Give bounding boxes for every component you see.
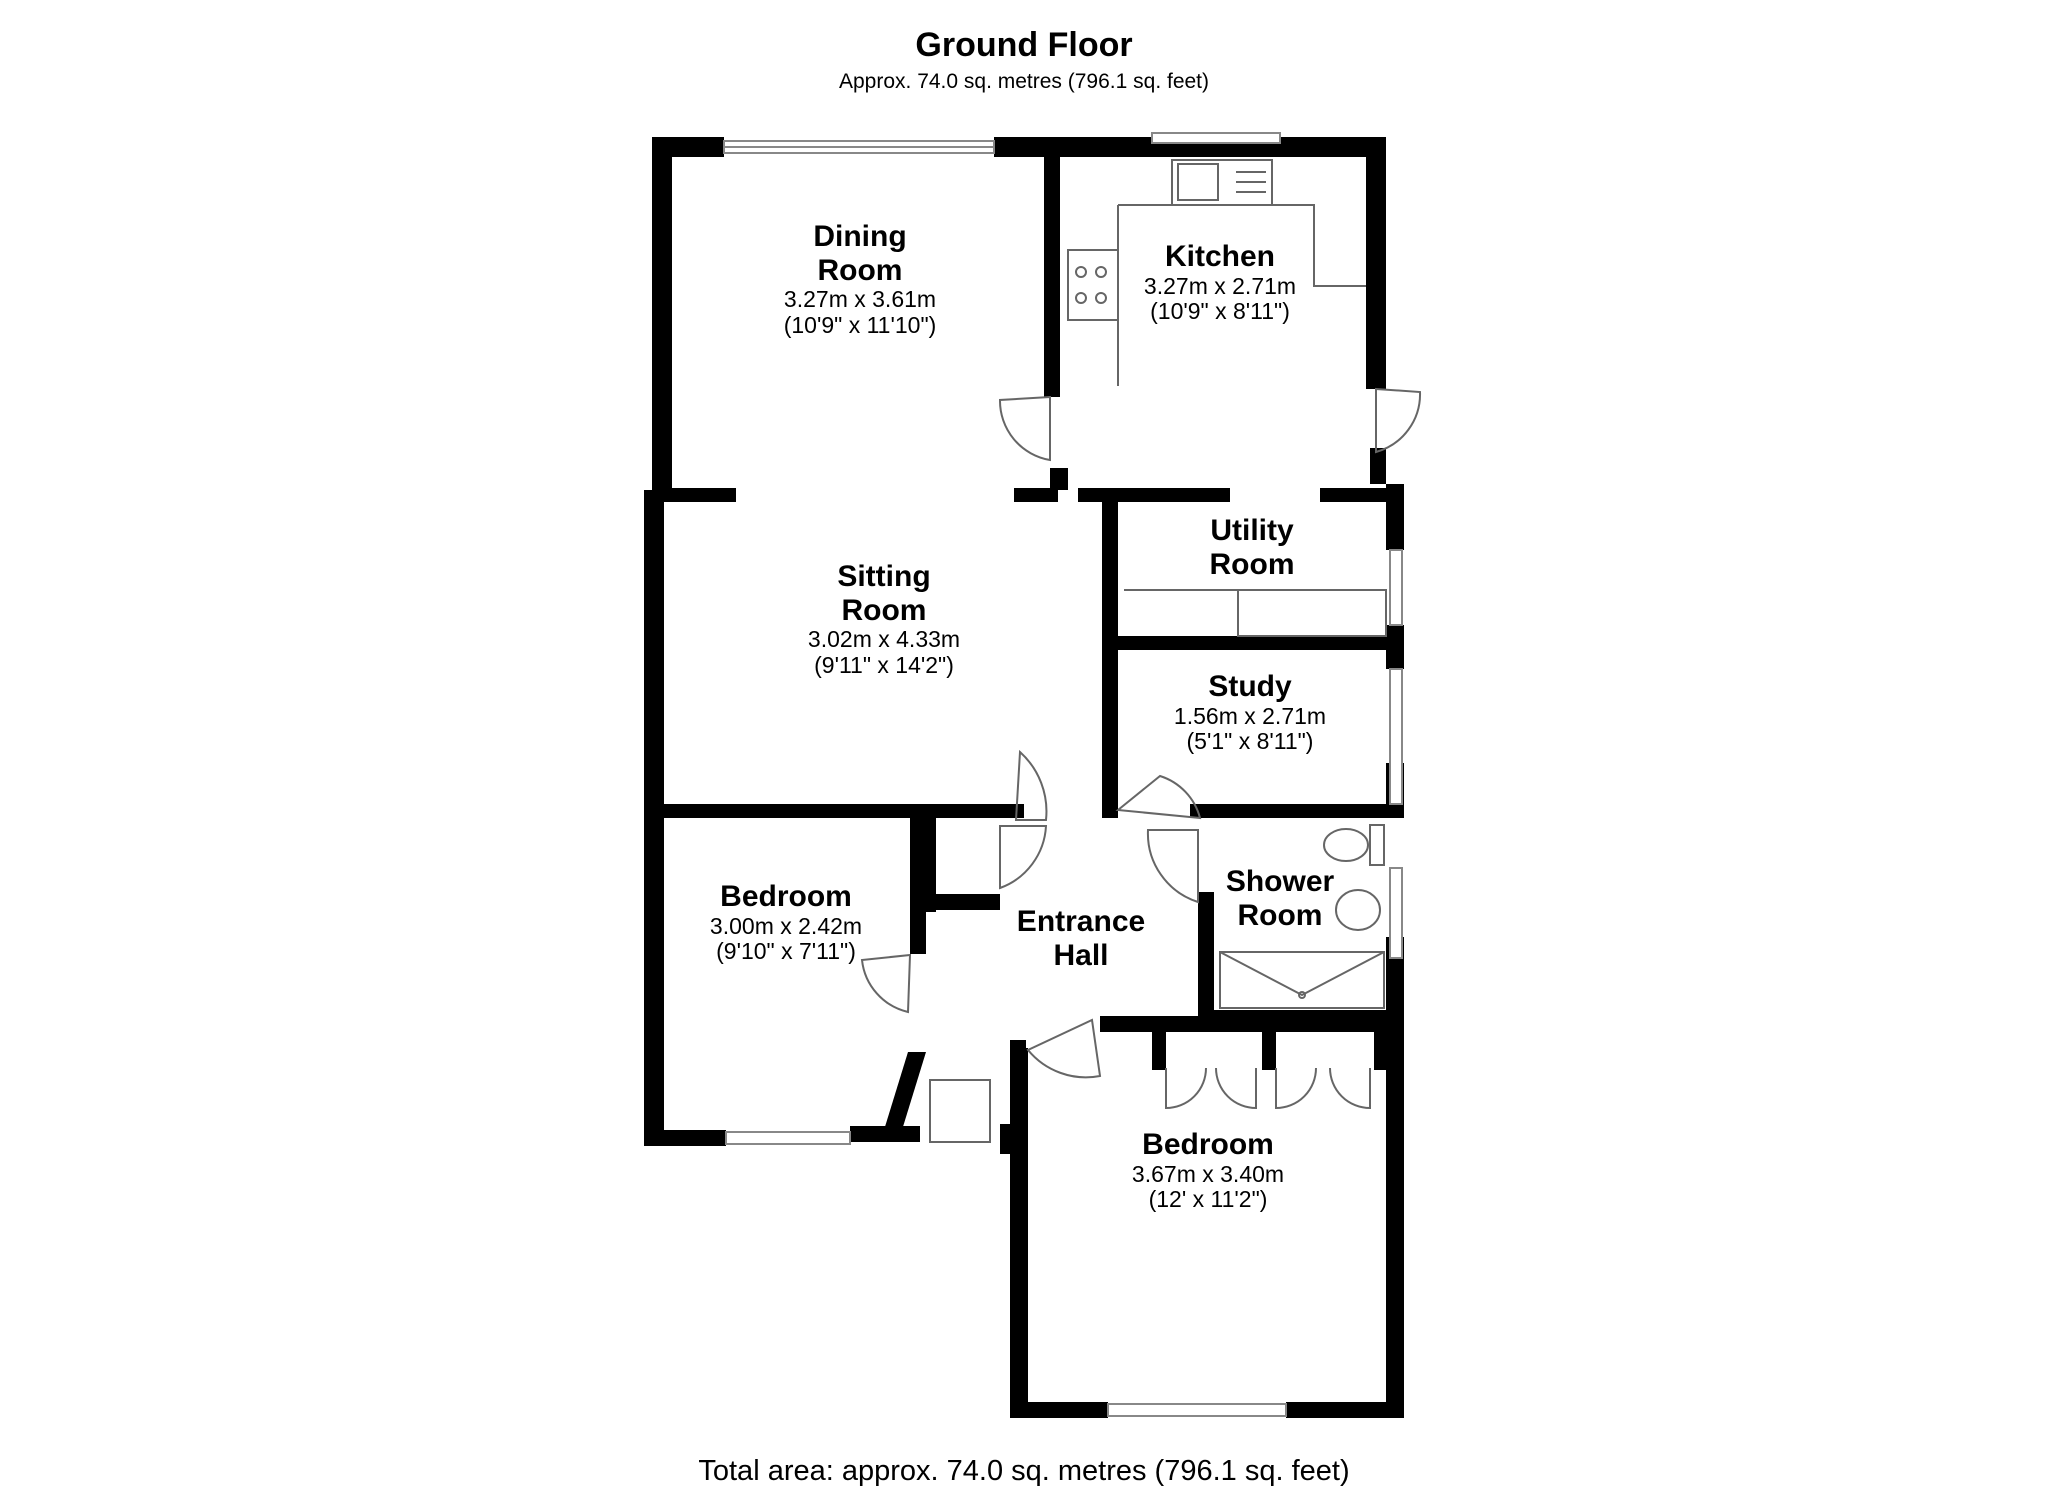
room-name: Bedroom [1142, 1128, 1274, 1161]
room-name: Study [1208, 670, 1292, 703]
total-area: Total area: approx. 74.0 sq. metres (796… [698, 1455, 1350, 1487]
room-metric: 3.27m x 3.61m [783, 286, 937, 313]
room-kitchen: Kitchen 3.27m x 2.71m (10'9" x 8'11") [1144, 240, 1296, 325]
room-bedroom-1: Bedroom 3.00m x 2.42m (9'10" x 7'11") [710, 880, 862, 965]
fixtures [1067, 159, 1387, 1009]
room-imperial: (12' x 11'2") [1148, 1186, 1268, 1213]
room-imperial: (9'10" x 7'11") [716, 938, 856, 965]
room-name: Entrance Hall [1016, 905, 1146, 972]
room-imperial: (10'9" x 11'10") [783, 311, 937, 338]
room-name: Dining Room [813, 220, 907, 287]
room-dining: Dining Room 3.27m x 3.61m (10'9" x 11'10… [784, 220, 937, 339]
room-sitting: Sitting Room 3.02m x 4.33m (9'11" x 14'2… [808, 560, 960, 679]
room-imperial: (5'1" x 8'11") [1186, 728, 1314, 755]
room-imperial: (9'11" x 14'2") [814, 651, 954, 678]
floor-title: Ground Floor [915, 26, 1133, 64]
room-metric: 1.56m x 2.71m [1173, 702, 1327, 729]
floor-approx-area: Approx. 74.0 sq. metres (796.1 sq. feet) [838, 70, 1210, 93]
doors [860, 387, 1422, 1143]
room-metric: 3.67m x 3.40m [1131, 1160, 1285, 1187]
room-shower: Shower Room [1226, 865, 1334, 932]
room-name: Bedroom [720, 880, 852, 913]
room-bedroom-2: Bedroom 3.67m x 3.40m (12' x 11'2") [1132, 1128, 1284, 1213]
room-metric: 3.00m x 2.42m [709, 912, 863, 939]
room-imperial: (10'9" x 8'11") [1150, 298, 1290, 325]
room-metric: 3.02m x 4.33m [807, 626, 961, 653]
room-entrance-hall: Entrance Hall [1017, 905, 1145, 972]
room-name: Utility Room [1209, 514, 1295, 581]
room-name: Sitting Room [837, 560, 931, 627]
room-utility: Utility Room [1210, 514, 1295, 581]
room-name: Shower Room [1225, 865, 1335, 932]
windows [723, 132, 1403, 1417]
walls [644, 137, 1404, 1418]
room-study: Study 1.56m x 2.71m (5'1" x 8'11") [1174, 670, 1326, 755]
room-name: Kitchen [1164, 240, 1276, 273]
room-metric: 3.27m x 2.71m [1143, 272, 1297, 299]
